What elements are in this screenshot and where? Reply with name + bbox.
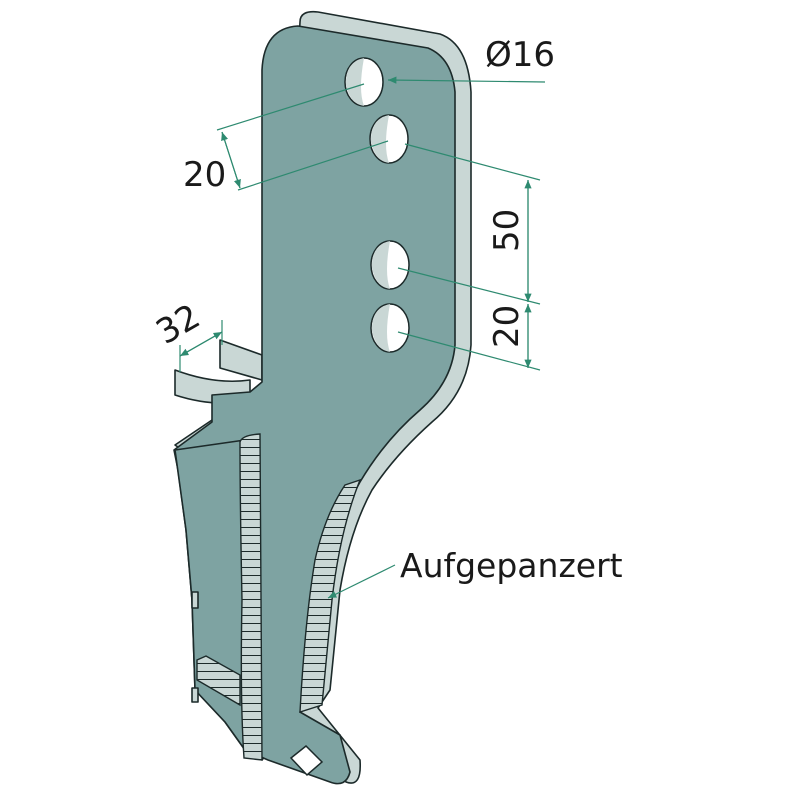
hole-diameter-label: Ø16 (485, 35, 555, 75)
top-spacing-label: 20 (183, 155, 226, 195)
width-label: 32 (150, 297, 207, 353)
shank-left (174, 439, 246, 751)
bottom-spacing-label: 20 (487, 305, 527, 348)
bent-tab (219, 339, 263, 381)
middle-spacing-label: 50 (487, 209, 527, 252)
side-notch (191, 687, 199, 703)
hardfacing-strip-front (239, 433, 263, 761)
dimension-lines (179, 76, 546, 599)
hardfacing-strip-diagonal (196, 655, 241, 707)
hardfacing-callout: Aufgepanzert (400, 546, 623, 585)
mounting-holes (344, 57, 410, 353)
side-notch (191, 591, 199, 609)
square-hole (289, 744, 324, 777)
